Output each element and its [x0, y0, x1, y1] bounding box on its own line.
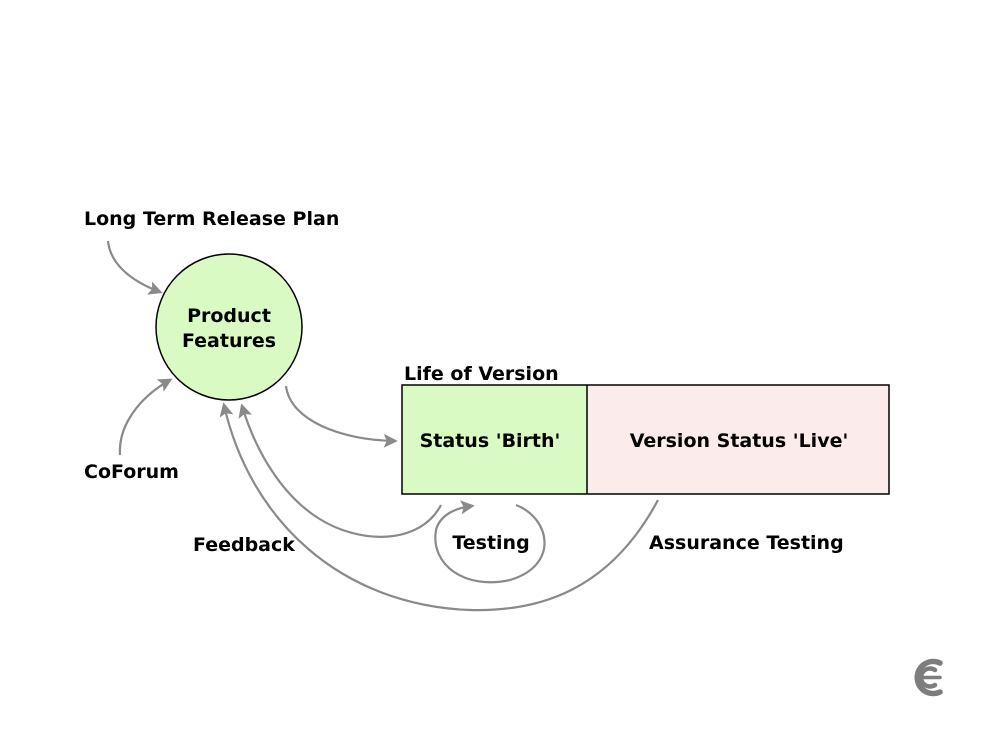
product-features-label-line2: Features — [182, 330, 276, 352]
product-features-label-line1: Product — [187, 305, 271, 327]
testing-loop-arrow — [434, 500, 546, 584]
coforum-arrow — [118, 378, 173, 456]
feedback-label: Feedback — [193, 534, 295, 556]
release-plan-arrow — [106, 240, 163, 295]
status-birth-label: Status 'Birth' — [420, 430, 561, 452]
product-features-outline — [155, 253, 303, 401]
version-status-live-label: Version Status 'Live' — [630, 430, 849, 452]
product-features-node — [156, 254, 302, 400]
version-status-live-box — [587, 385, 889, 494]
life-of-version-outline — [401, 384, 890, 495]
birth-feedback-arrow — [238, 403, 442, 538]
live-feedback-arrow — [219, 402, 659, 612]
long-term-release-plan-label: Long Term Release Plan — [84, 208, 339, 230]
coforum-label: CoForum — [84, 461, 179, 483]
features-to-birth-arrow — [284, 385, 398, 448]
testing-label: Testing — [452, 532, 529, 554]
ce-logo-icon — [914, 658, 943, 697]
assurance-testing-label: Assurance Testing — [649, 532, 844, 554]
life-of-version-label: Life of Version — [404, 363, 559, 385]
status-birth-box — [402, 385, 587, 494]
